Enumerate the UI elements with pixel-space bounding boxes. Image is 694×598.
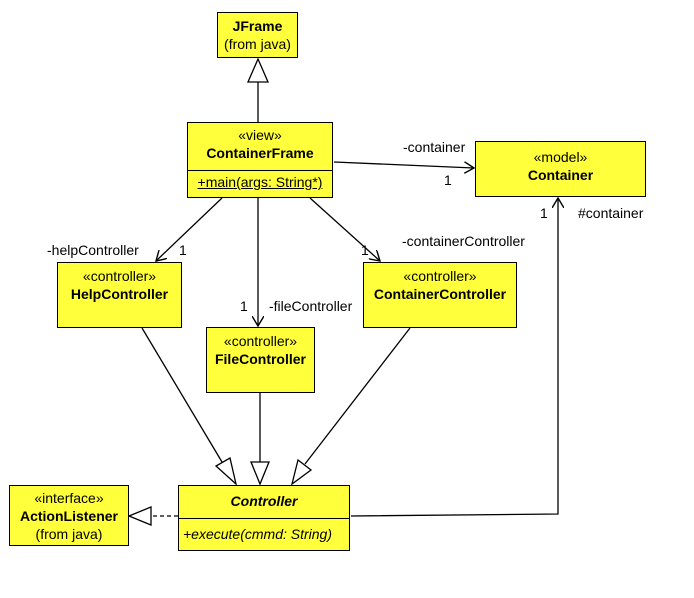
assoc-frame-containercontroller bbox=[309, 197, 380, 261]
package-label: (from java) bbox=[35, 526, 103, 542]
operation-main: +main(args: String*) bbox=[197, 174, 323, 190]
class-name: ContainerController bbox=[373, 286, 507, 302]
package-label: (from java) bbox=[224, 36, 291, 52]
class-jframe[interactable]: JFrame (from java) bbox=[217, 12, 298, 58]
role-container: -container bbox=[403, 139, 466, 155]
realization-triangle bbox=[127, 506, 152, 526]
role-container-controller: -containerController bbox=[402, 233, 525, 249]
inheritance-triangle-file bbox=[250, 461, 270, 486]
role-help-controller: -helpController bbox=[47, 242, 139, 258]
stereotype-label: «controller» bbox=[223, 333, 298, 349]
role-controller-container: #container bbox=[578, 205, 644, 221]
class-help-controller[interactable]: «controller» HelpController bbox=[57, 262, 182, 328]
class-name: JFrame bbox=[232, 18, 283, 34]
class-action-listener[interactable]: «interface» ActionListener (from java) bbox=[9, 485, 129, 546]
assoc-frame-container bbox=[333, 161, 474, 168]
generalization-containercontroller-controller bbox=[304, 327, 411, 465]
class-name: FileController bbox=[214, 351, 306, 367]
class-name: Container bbox=[527, 167, 594, 183]
class-name: ContainerFrame bbox=[206, 145, 314, 161]
assoc-controller-container bbox=[350, 198, 558, 517]
inheritance-triangle-containercontroller bbox=[290, 458, 313, 486]
operations-compartment: +execute(cmmd: String) bbox=[179, 518, 349, 545]
class-name: Controller bbox=[230, 493, 298, 509]
class-container-frame[interactable]: «view» ContainerFrame +main(args: String… bbox=[187, 122, 333, 198]
multiplicity-container-controller: 1 bbox=[361, 242, 369, 258]
multiplicity-container: 1 bbox=[444, 172, 452, 188]
stereotype-label: «view» bbox=[238, 127, 282, 143]
inheritance-triangle-help bbox=[214, 457, 238, 486]
operations-compartment: +main(args: String*) bbox=[188, 170, 332, 193]
class-name: ActionListener bbox=[19, 508, 118, 524]
class-file-controller[interactable]: «controller» FileController bbox=[206, 327, 315, 393]
multiplicity-file-controller: 1 bbox=[240, 298, 248, 314]
stereotype-label: «controller» bbox=[403, 268, 477, 284]
generalization-help-controller bbox=[141, 327, 223, 463]
class-container-controller[interactable]: «controller» ContainerController bbox=[363, 262, 517, 328]
stereotype-label: «interface» bbox=[34, 490, 104, 506]
role-file-controller: -fileController bbox=[269, 298, 353, 314]
class-name: HelpController bbox=[70, 286, 169, 302]
assoc-frame-help bbox=[156, 197, 223, 261]
multiplicity-help-controller: 1 bbox=[179, 242, 187, 258]
operation-execute: +execute(cmmd: String) bbox=[183, 526, 332, 542]
inheritance-triangle-jframe bbox=[247, 57, 269, 83]
class-controller[interactable]: Controller +execute(cmmd: String) bbox=[178, 485, 350, 551]
class-container[interactable]: «model» Container bbox=[475, 141, 646, 197]
stereotype-label: «model» bbox=[533, 149, 588, 165]
multiplicity-controller-container: 1 bbox=[540, 205, 548, 221]
stereotype-label: «controller» bbox=[82, 268, 157, 284]
